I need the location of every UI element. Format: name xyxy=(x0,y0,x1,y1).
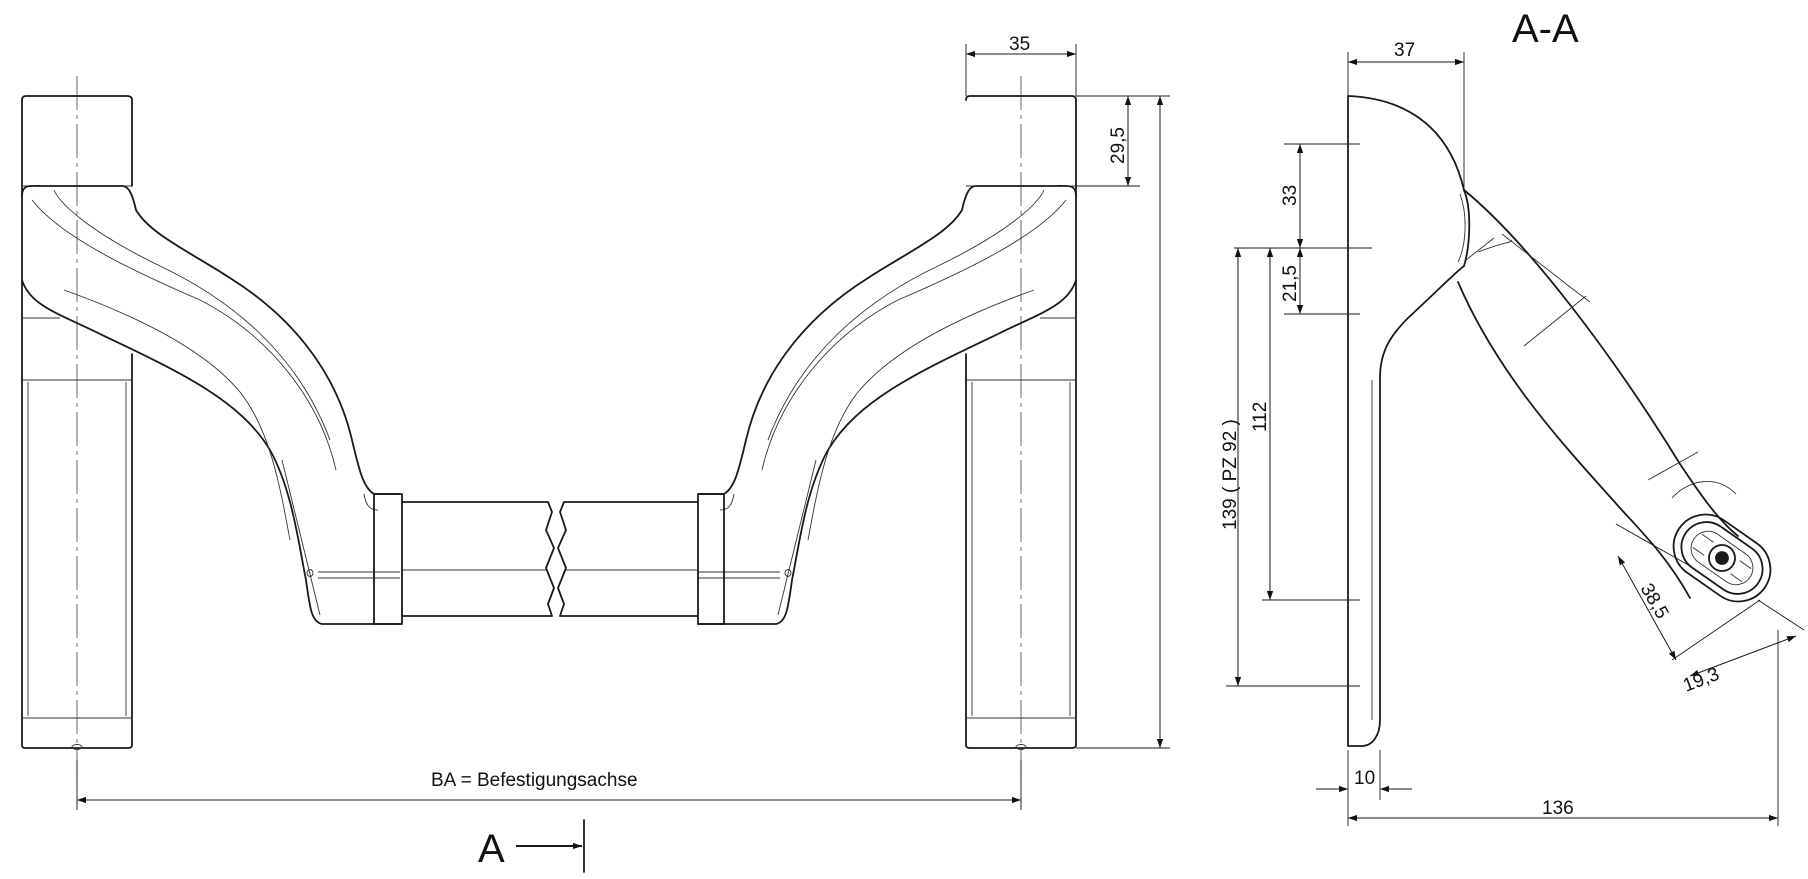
section-title: A-A xyxy=(1512,7,1579,51)
axis-label: BA = Befestigungsachse xyxy=(431,770,638,791)
left-post xyxy=(21,76,133,808)
right-post xyxy=(965,76,1077,808)
dim-top-width: 35 xyxy=(1009,34,1030,55)
dim-depth-top: 37 xyxy=(1394,40,1415,61)
middle-bar xyxy=(373,493,725,625)
rosette xyxy=(1672,513,1772,603)
dim-112: 112 xyxy=(1250,402,1271,432)
section-dimensions: 37 33 21,5 139 ( PZ 92 ) 112 38,5 19,3 xyxy=(1220,40,1805,826)
dim-38-5: 38,5 xyxy=(1636,580,1673,623)
section-marker: A xyxy=(478,819,585,873)
right-arm xyxy=(697,184,1077,625)
back-plate xyxy=(1347,95,1471,747)
dim-33: 33 xyxy=(1280,185,1301,206)
dim-21-5: 21,5 xyxy=(1280,265,1301,302)
front-view: 35 29,5 BA = Befestigungsachse A xyxy=(21,34,1170,873)
dim-136: 136 xyxy=(1542,798,1574,819)
front-dimensions: 35 29,5 BA = Befestigungsachse xyxy=(76,34,1170,810)
section-marker-letter: A xyxy=(478,827,505,871)
dim-19-3: 19,3 xyxy=(1680,664,1722,697)
dim-top-height: 29,5 xyxy=(1108,127,1129,164)
section-view: A-A xyxy=(1220,7,1805,826)
dim-139: 139 ( PZ 92 ) xyxy=(1220,419,1241,530)
left-arm xyxy=(21,184,401,625)
dim-10: 10 xyxy=(1354,768,1375,789)
